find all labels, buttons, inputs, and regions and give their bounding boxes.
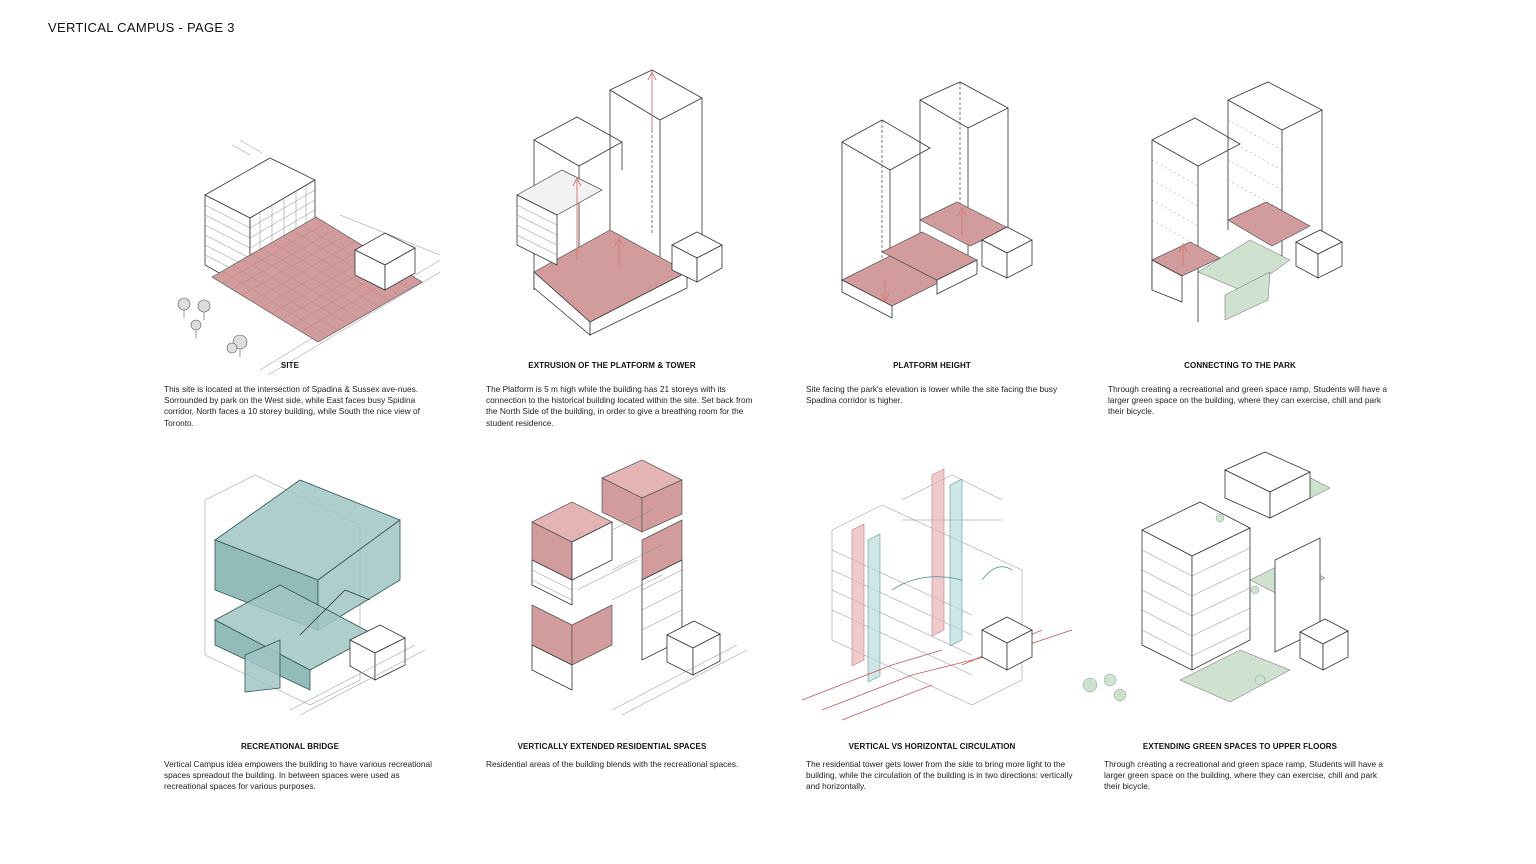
panel-green-upper: EXTENDING GREEN SPACES TO UPPER FLOORS T… [1090,440,1390,810]
trees-icon [178,298,247,357]
green-upper-diagram [1090,440,1390,740]
panel-connecting-park: CONNECTING TO THE PARK Through creating … [1090,60,1390,440]
panel-caption: CONNECTING TO THE PARK [1090,361,1390,370]
residential-diagram [462,440,762,740]
panel-description: The residential tower gets lower from th… [806,759,1086,793]
panel-platform-height: PLATFORM HEIGHT Site facing the park's e… [782,60,1082,440]
panel-description: Through creating a recreational and gree… [1104,759,1384,793]
panel-caption: EXTENDING GREEN SPACES TO UPPER FLOORS [1090,742,1390,751]
circulation-diagram [782,440,1082,740]
panel-site: SITE This site is located at the interse… [140,60,440,440]
panel-caption: PLATFORM HEIGHT [782,361,1082,370]
panel-description: Through creating a recreational and gree… [1108,384,1388,418]
page-title: VERTICAL CAMPUS - PAGE 3 [48,20,235,35]
recreational-bridge-diagram [140,440,440,740]
panel-caption: SITE [140,361,440,370]
panel-circulation: VERTICAL VS HORIZONTAL CIRCULATION The r… [782,440,1082,810]
site-diagram [140,60,440,360]
vertical-circulation-cores [852,469,962,682]
panel-caption: VERTICALLY EXTENDED RESIDENTIAL SPACES [462,742,762,751]
panel-extrusion: EXTRUSION OF THE PLATFORM & TOWER The Pl… [462,60,762,440]
connecting-park-diagram [1090,60,1390,360]
panel-description: This site is located at the intersection… [164,384,444,429]
panel-description: Residential areas of the building blends… [486,759,766,770]
panel-description: Site facing the park's elevation is lowe… [806,384,1086,406]
panel-recreational-bridge: RECREATIONAL BRIDGE Vertical Campus idea… [140,440,440,810]
panel-description: Vertical Campus idea empowers the buildi… [164,759,444,793]
panel-caption: RECREATIONAL BRIDGE [140,742,440,751]
green-ramp [1198,240,1290,320]
panel-caption: EXTRUSION OF THE PLATFORM & TOWER [462,361,762,370]
panel-residential: VERTICALLY EXTENDED RESIDENTIAL SPACES R… [462,440,762,810]
extrusion-diagram [462,60,762,360]
panel-caption: VERTICAL VS HORIZONTAL CIRCULATION [782,742,1082,751]
panel-description: The Platform is 5 m high while the build… [486,384,766,429]
platform-height-diagram [782,60,1082,360]
